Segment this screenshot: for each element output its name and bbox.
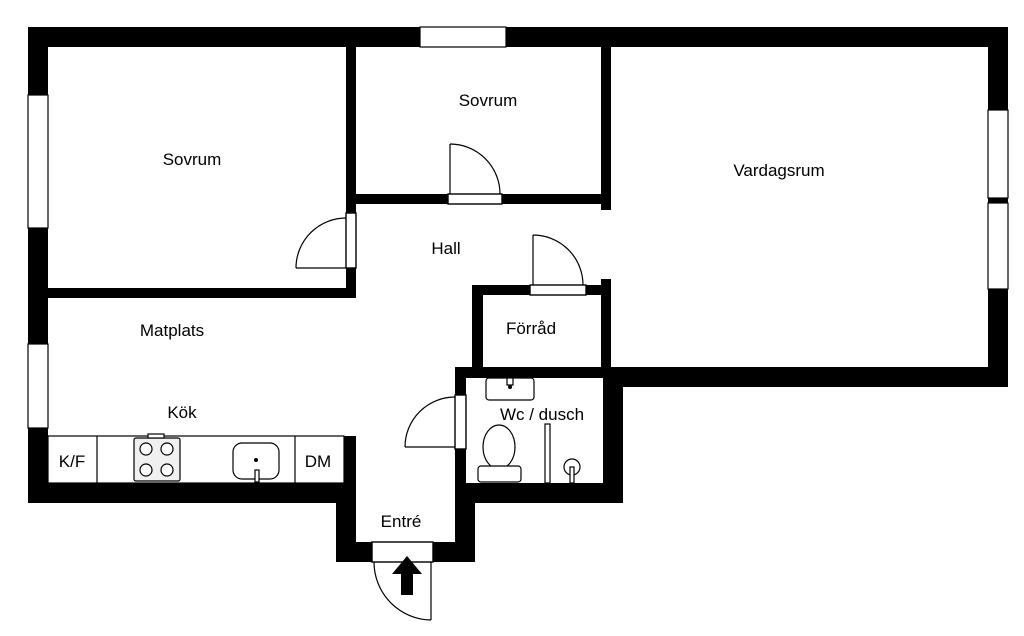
- room-label-bedroom-1: Sovrum: [163, 150, 222, 169]
- wall-storage-living: [601, 279, 611, 377]
- appliance-label-dishwasher: DM: [305, 452, 331, 471]
- room-label-living-room: Vardagsrum: [733, 161, 824, 180]
- window-left-dining: [27, 343, 49, 429]
- wall-bath-left-upper: [455, 367, 466, 395]
- window-right-living-2: [987, 202, 1009, 290]
- wall-entry-bottom-left: [336, 542, 372, 562]
- sink-icon: [232, 442, 280, 483]
- sink-icon: [485, 377, 535, 401]
- drain-icon: [563, 458, 581, 484]
- wall-bed2-bottom-right: [502, 194, 611, 204]
- wall-storage-top-left: [472, 285, 530, 295]
- room-label-dining: Matplats: [140, 321, 204, 340]
- wall-bath-bottom: [455, 483, 623, 503]
- appliance-label-fridge-freezer: K/F: [59, 452, 85, 471]
- wall-bath-right: [603, 367, 623, 503]
- door-bedroom-1[interactable]: [295, 212, 357, 269]
- wall-top: [28, 27, 1008, 47]
- toilet-icon: [477, 424, 522, 483]
- room-label-hall: Hall: [431, 239, 460, 258]
- wall-bath-left-lower: [455, 449, 466, 503]
- stove-icon: [133, 433, 181, 482]
- wall-entry-bottom-right: [433, 542, 475, 562]
- windows: [27, 26, 1009, 429]
- wall-bed2-bottom-left: [356, 194, 448, 204]
- wall-storage-top-right: [586, 285, 611, 295]
- window-left-bed1: [27, 94, 49, 229]
- room-label-bathroom: Wc / dusch: [500, 405, 584, 424]
- bathroom-fixtures: [477, 377, 581, 484]
- door-storage[interactable]: [529, 234, 587, 296]
- window-right-living-1: [987, 109, 1009, 199]
- arrow-up-icon: [392, 556, 422, 595]
- labels: Sovrum Sovrum Vardagsrum Hall Förråd Mat…: [59, 91, 825, 531]
- wall-bed1-bottom: [48, 288, 356, 298]
- door-bathroom[interactable]: [404, 394, 467, 450]
- wall-bed1-right-lower: [346, 268, 356, 298]
- door-bedroom-2[interactable]: [447, 143, 503, 205]
- room-label-kitchen: Kök: [167, 403, 197, 422]
- wall-storage-left: [472, 285, 483, 377]
- shower-screen: [544, 423, 551, 484]
- wall-kitchen-bottom: [28, 483, 356, 503]
- wall-bed2-living: [601, 47, 611, 210]
- room-label-bedroom-2: Sovrum: [459, 91, 518, 110]
- doors: [295, 143, 587, 621]
- wall-bath-top: [455, 367, 611, 378]
- walls: [28, 27, 1008, 562]
- wall-living-bottom: [603, 367, 1008, 387]
- wall-bed1-right-upper: [346, 47, 356, 213]
- wall-kitchen-right: [344, 436, 356, 503]
- room-label-entrance: Entré: [381, 512, 422, 531]
- counter: [47, 435, 345, 484]
- kitchen-counter: [47, 433, 345, 484]
- room-label-storage: Förråd: [506, 319, 556, 338]
- window-top-bed2: [419, 26, 507, 48]
